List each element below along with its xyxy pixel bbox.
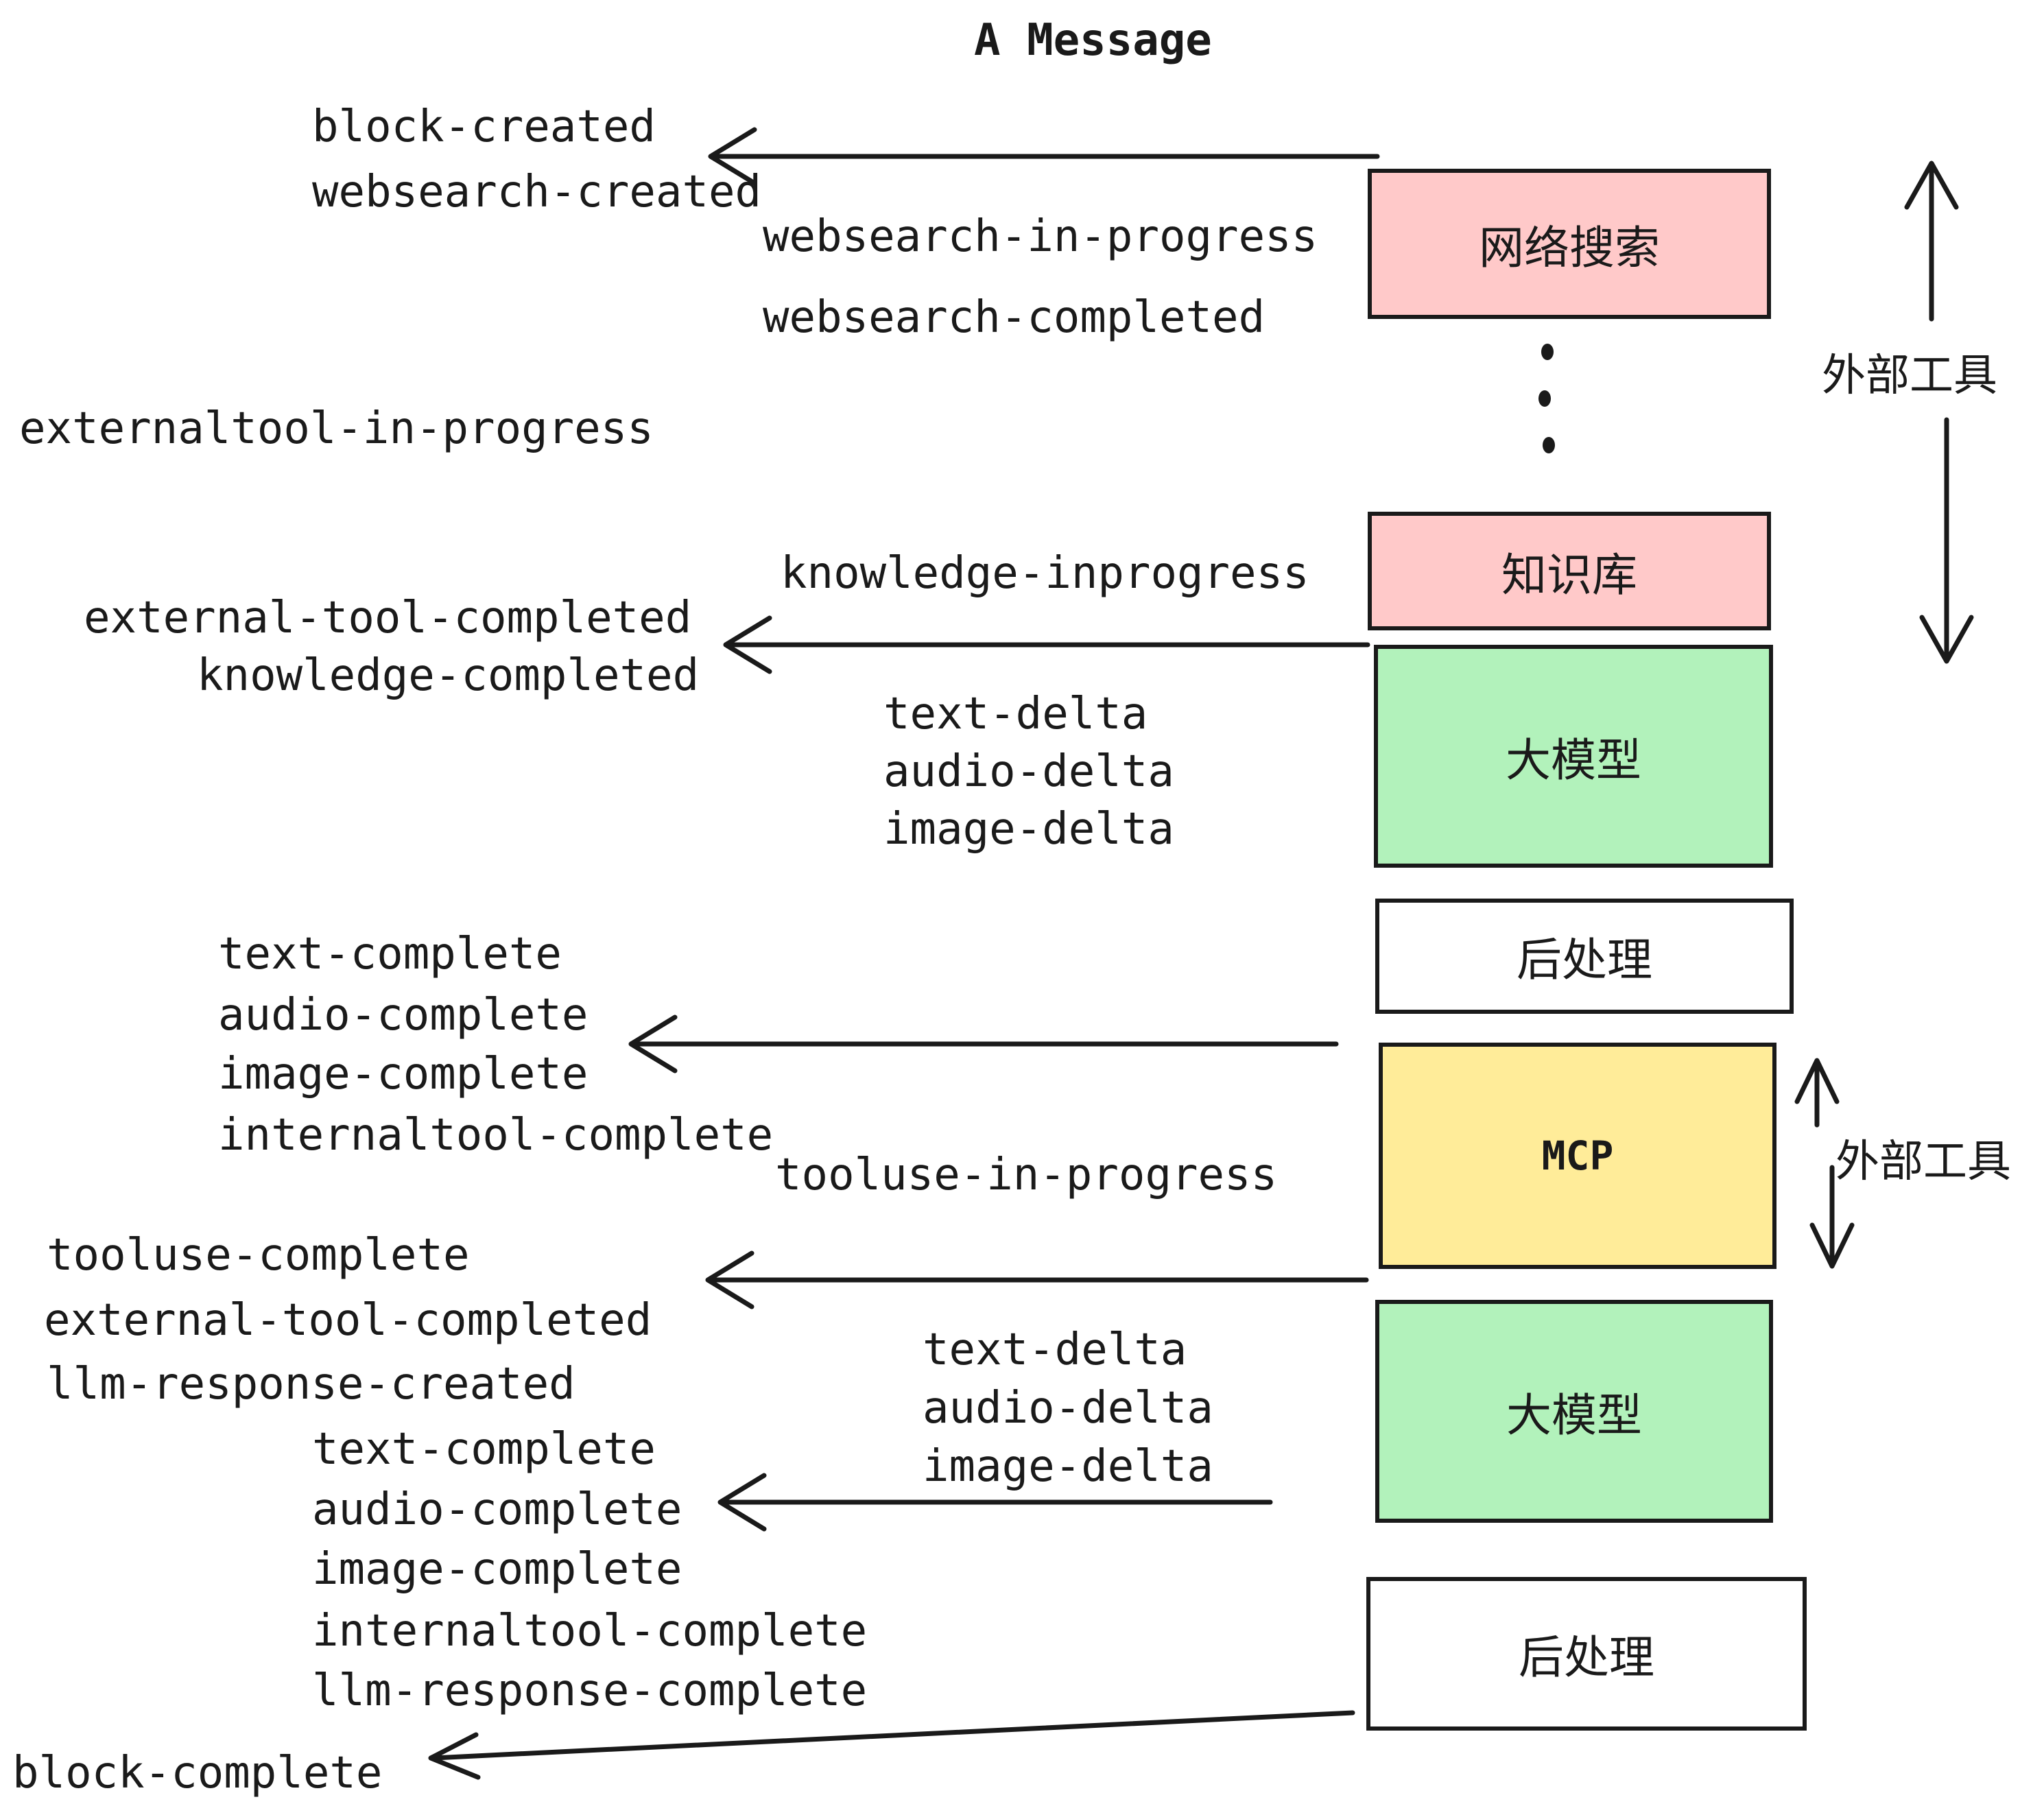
event-text-complete-1: text-complete xyxy=(218,929,562,980)
node-postprocess-1: 后处理 xyxy=(1375,899,1794,1014)
event-websearch-created: websearch-created xyxy=(312,167,762,217)
node-websearch: 网络搜索 xyxy=(1368,169,1771,319)
event-knowledge-completed: knowledge-completed xyxy=(197,650,700,701)
node-postprocess-2: 后处理 xyxy=(1366,1577,1807,1731)
event-websearch-completed: websearch-completed xyxy=(763,292,1265,343)
event-text-delta-2: text-delta xyxy=(923,1325,1187,1375)
node-websearch-label: 网络搜索 xyxy=(1479,221,1660,274)
external-tools-up-arrow-2 xyxy=(1794,1058,1840,1128)
event-image-delta-2: image-delta xyxy=(923,1441,1213,1492)
node-mcp-label: MCP xyxy=(1541,1132,1614,1179)
node-knowledge: 知识库 xyxy=(1368,512,1771,630)
node-mcp: MCP xyxy=(1379,1043,1776,1269)
event-block-complete: block-complete xyxy=(12,1748,383,1799)
node-llm-2-label: 大模型 xyxy=(1506,1388,1642,1442)
external-tools-label-2: 外部工具 xyxy=(1835,1137,2011,1187)
event-audio-delta-2: audio-delta xyxy=(923,1383,1213,1434)
event-block-created: block-created xyxy=(312,102,656,152)
arrow-to-knowledge-completed xyxy=(723,615,1370,674)
event-tooluse-in-progress: tooluse-in-progress xyxy=(775,1150,1278,1200)
ellipsis-dots-icon xyxy=(1538,344,1555,453)
node-llm-1-label: 大模型 xyxy=(1506,733,1641,787)
event-llm-response-created: llm-response-created xyxy=(47,1359,575,1410)
node-llm-1: 大模型 xyxy=(1374,645,1773,868)
node-postprocess-1-label: 后处理 xyxy=(1517,934,1652,986)
arrow-to-complete-group-1 xyxy=(628,1014,1339,1073)
event-text-delta-1: text-delta xyxy=(883,689,1148,739)
event-audio-complete-2: audio-complete xyxy=(312,1484,682,1535)
node-llm-2: 大模型 xyxy=(1375,1300,1773,1523)
event-audio-delta-1: audio-delta xyxy=(883,746,1174,797)
external-tools-up-arrow-1 xyxy=(1904,161,1959,322)
external-tools-down-arrow-1 xyxy=(1919,417,1974,664)
event-internaltool-complete-1: internaltool-complete xyxy=(218,1110,774,1161)
event-image-delta-1: image-delta xyxy=(883,804,1174,855)
event-internaltool-complete-2: internaltool-complete xyxy=(312,1606,868,1657)
arrow-to-block-complete xyxy=(428,1710,1355,1780)
arrow-websearch-to-created xyxy=(708,127,1380,186)
event-image-complete-1: image-complete xyxy=(218,1049,589,1100)
event-external-tool-completed-2: external-tool-completed xyxy=(44,1295,652,1346)
diagram-title: A Message xyxy=(974,15,1212,66)
event-externaltool-in-progress: externaltool-in-progress xyxy=(19,403,654,454)
event-websearch-in-progress: websearch-in-progress xyxy=(763,211,1318,262)
external-tools-label-1: 外部工具 xyxy=(1822,351,1997,401)
event-image-complete-2: image-complete xyxy=(312,1544,682,1595)
node-knowledge-label: 知识库 xyxy=(1501,548,1637,602)
event-llm-response-complete: llm-response-complete xyxy=(312,1665,868,1716)
arrow-to-tooluse-complete xyxy=(705,1250,1369,1309)
event-audio-complete-1: audio-complete xyxy=(218,990,589,1041)
event-external-tool-completed: external-tool-completed xyxy=(84,593,692,643)
event-text-complete-2: text-complete xyxy=(312,1424,656,1475)
event-knowledge-inprogress: knowledge-inprogress xyxy=(781,548,1309,599)
node-postprocess-2-label: 后处理 xyxy=(1519,1631,1654,1684)
event-tooluse-complete: tooluse-complete xyxy=(47,1230,470,1281)
